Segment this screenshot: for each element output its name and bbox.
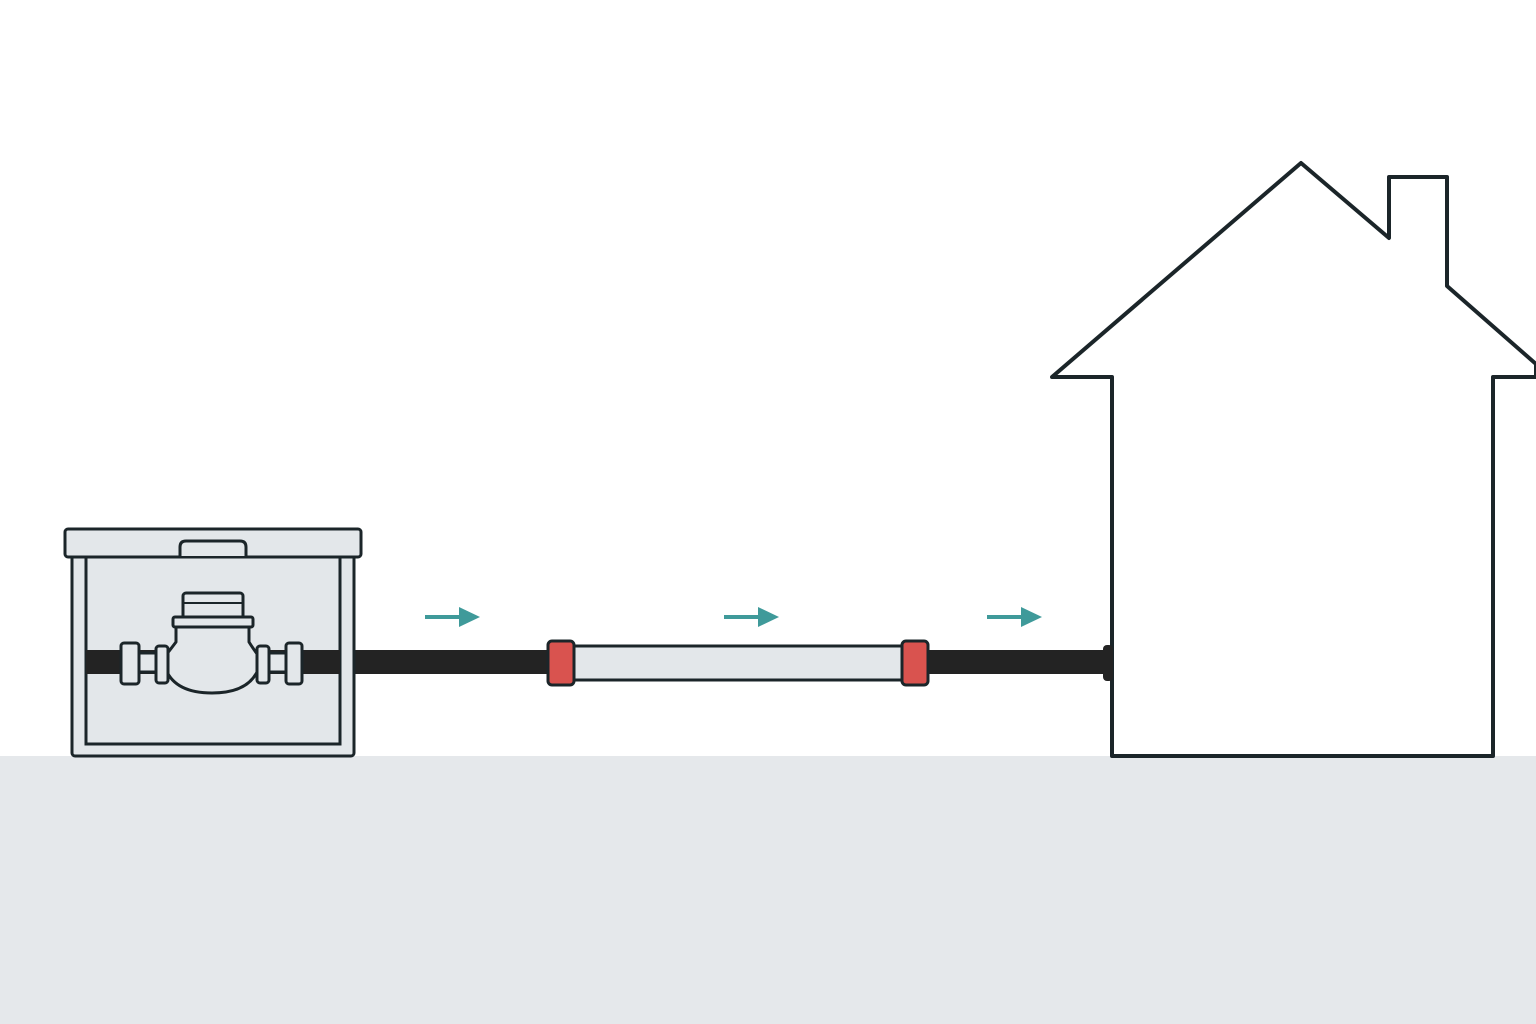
pipe-segment-coupling-to-house	[926, 650, 1108, 674]
water-meter-icon	[119, 591, 304, 695]
coupling-meter-side	[546, 639, 576, 687]
pipe-segment-meter-to-coupling	[355, 650, 551, 674]
arrow-right-icon	[425, 607, 480, 627]
arrow-right-icon	[724, 607, 779, 627]
arrow-right-icon	[987, 607, 1042, 627]
meter-body	[164, 625, 260, 695]
meter-fitting-right-outer	[284, 641, 304, 686]
wall-penetration	[1103, 645, 1113, 681]
meter-fitting-left-inner	[154, 644, 170, 685]
flow-arrows	[425, 607, 1042, 627]
house-icon	[1050, 161, 1536, 758]
meter-fitting-right-neck	[267, 651, 288, 674]
replacement-pipe	[568, 644, 908, 682]
house-outline	[1050, 161, 1536, 758]
meter-fitting-left-neck	[137, 651, 158, 674]
ground	[0, 756, 1536, 1024]
coupling-house-side	[900, 639, 930, 687]
replacement-pipe-section	[546, 639, 930, 687]
meter-register-top	[181, 591, 245, 621]
water-meter-box-icon	[63, 527, 363, 758]
meter-box-lid-handle	[178, 539, 248, 556]
meter-fitting-left-outer	[119, 641, 141, 686]
service-pipe	[355, 645, 1113, 681]
meter-fitting-right-inner	[255, 644, 271, 685]
